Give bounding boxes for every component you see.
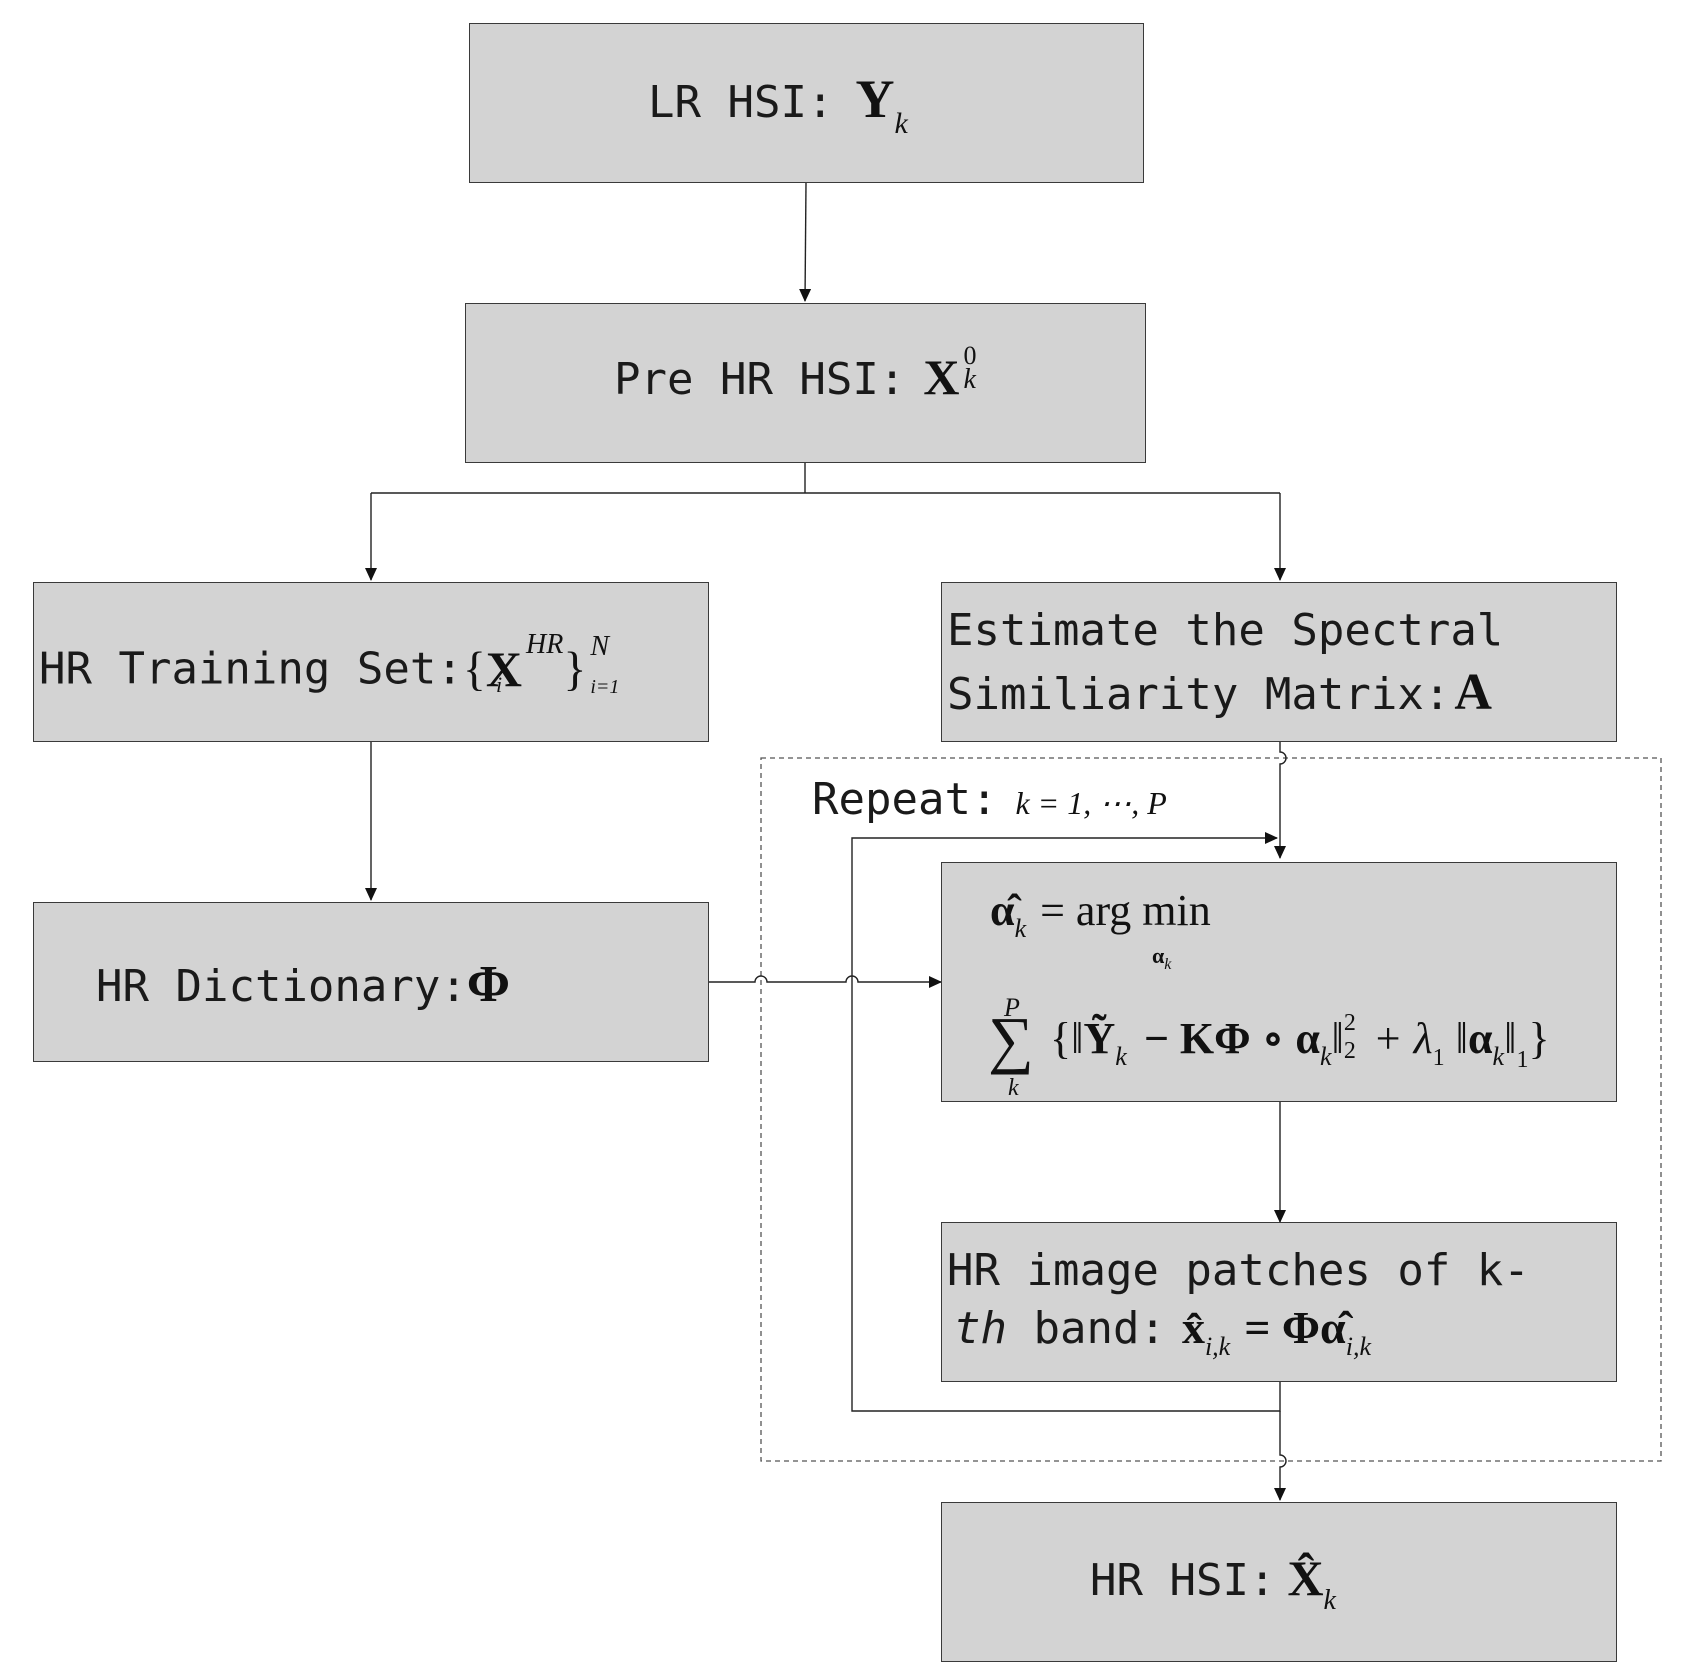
patches-lhs: x̂ (1181, 1302, 1205, 1353)
pre-hr-hsi-label: Pre HR HSI: (614, 354, 906, 405)
training-set-open-brace: { (462, 642, 486, 696)
minus-k-phi: − KΦ ∘ (1143, 1014, 1296, 1063)
node-hr-dictionary: HR Dictionary:Φ (33, 902, 709, 1062)
patches-rhs-subscript: i,k (1345, 1332, 1371, 1361)
lr-hsi-symbol: Y (855, 69, 895, 129)
node-hr-hsi-output: HR HSI: X̂k (941, 1502, 1617, 1662)
node-pre-hr-hsi: Pre HR HSI: X 0 k (465, 303, 1146, 463)
training-set-outer-subscript: i=1 (590, 676, 620, 698)
arrow-dictionary-to-optimization (708, 975, 942, 988)
spectral-symbol: A (1454, 664, 1492, 721)
norm-close: ‖ (1331, 1014, 1344, 1063)
l1-subscript: 1 (1516, 1047, 1529, 1073)
node-hr-training-set: HR Training Set:{X HR i } N i=1 (33, 582, 709, 742)
lr-hsi-subscript: k (894, 107, 908, 140)
optimization-line1: α̂k = arg min (990, 885, 1211, 943)
patches-rhs: = Φα̂ (1244, 1302, 1346, 1353)
sum-top: P (1004, 993, 1020, 1022)
argmin-text: = arg min (1040, 886, 1211, 935)
node-lr-hsi: LR HSI: Yk (469, 23, 1144, 183)
alpha-l1-subscript: k (1492, 1042, 1505, 1071)
arrow-to-output (1274, 1411, 1287, 1501)
dictionary-symbol: Φ (466, 956, 510, 1013)
repeat-expression: k = 1, ⋯, P (1015, 785, 1167, 821)
alpha-hat: α̂ (990, 886, 1015, 935)
pre-hr-hsi-symbol: X (923, 349, 960, 405)
training-set-outer-superscript: N (590, 631, 610, 662)
norm-superscript: 2 (1343, 1009, 1356, 1036)
node-spectral-similarity: Estimate the Spectral Similiarity Matrix… (941, 582, 1617, 742)
sum-bottom: k (1008, 1075, 1019, 1101)
term-close: } (1528, 1014, 1550, 1063)
pre-hr-hsi-superscript: 0 (963, 341, 977, 370)
hr-hsi-subscript: k (1323, 1585, 1336, 1616)
spectral-line1: Estimate the Spectral (947, 605, 1504, 656)
patches-lhs-subscript: i,k (1204, 1332, 1231, 1361)
alpha-term-subscript: k (1319, 1042, 1332, 1071)
norm-subscript: 2 (1343, 1037, 1356, 1064)
y-tilde-subscript: k (1115, 1042, 1127, 1071)
training-set-label: HR Training Set: (39, 643, 463, 695)
patches-band: band: (1006, 1303, 1166, 1354)
alpha-hat-subscript: k (1014, 914, 1027, 943)
argmin-under-alpha: α (1152, 943, 1165, 968)
arrow-lr-to-pre (799, 182, 812, 302)
repeat-label-group: Repeat: k = 1, ⋯, P (812, 774, 1167, 825)
lambda-subscript: 1 (1432, 1045, 1445, 1071)
sum-sign: ∑ (988, 1004, 1034, 1075)
pre-hr-hsi-subscript: k (963, 364, 976, 395)
repeat-loop-region (760, 757, 1662, 1462)
spectral-line2: Similiarity Matrix: (947, 669, 1451, 720)
term-open: {‖ (1050, 1014, 1084, 1063)
lr-hsi-label: LR HSI: (648, 77, 834, 128)
argmin-under-subscript: k (1164, 956, 1172, 973)
node-hr-patches: HR image patches of k- th band: x̂i,k = … (941, 1222, 1617, 1382)
loop-back-connector (851, 832, 1281, 1412)
split-connector (371, 463, 1280, 494)
y-tilde: Ỹ (1083, 1014, 1116, 1063)
plus-lambda: + λ (1372, 1014, 1433, 1063)
training-set-close-brace: } (563, 642, 587, 696)
alpha-term: α (1295, 1014, 1320, 1063)
arrow-spectral-to-optimization (1274, 742, 1287, 859)
training-set-subscript: i (496, 672, 503, 697)
repeat-label: Repeat: (812, 774, 998, 825)
dictionary-label: HR Dictionary: (96, 961, 467, 1012)
alpha-l1: α (1467, 1014, 1493, 1063)
patches-line1: HR image patches of k- (947, 1245, 1530, 1296)
hr-hsi-symbol: X̂ (1287, 1550, 1324, 1606)
hr-hsi-label: HR HSI: (1090, 1555, 1276, 1606)
patches-th: th (954, 1303, 1007, 1354)
training-set-superscript: HR (526, 629, 564, 660)
training-set-symbol: X (485, 641, 522, 697)
argmin-under: αk (1152, 943, 1171, 973)
